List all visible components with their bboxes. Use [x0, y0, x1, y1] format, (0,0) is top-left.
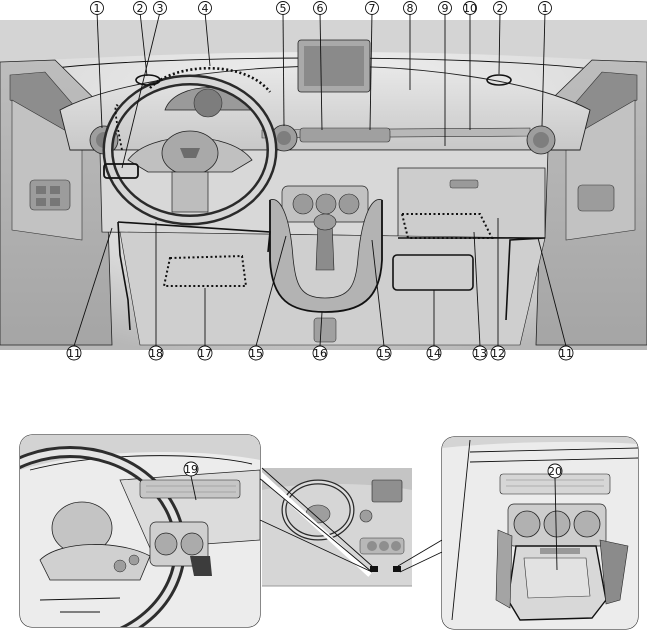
callout-14: 14 [426, 290, 442, 361]
callout-4: 4 [198, 1, 212, 67]
callout-label: 1 [542, 2, 549, 15]
callout-2-left: 2 [133, 1, 148, 77]
main-dashboard-view [0, 20, 647, 350]
callout-10: 10 [463, 1, 477, 130]
callout-label: 14 [427, 347, 441, 360]
callout-15-left: 15 [248, 235, 287, 361]
bottom-callouts: 11 18 17 15 16 15 14 [66, 218, 574, 361]
callout-label: 16 [313, 347, 327, 360]
callout-label: 19 [184, 463, 198, 476]
callout-13: 13 [472, 231, 488, 361]
callout-label: 17 [198, 347, 212, 360]
callout-3: 3 [121, 1, 167, 169]
top-callouts: 1 2 3 4 5 6 7 [90, 1, 552, 169]
callout-label: 2 [497, 2, 504, 15]
callout-label: 4 [202, 2, 209, 15]
callout-9: 9 [438, 1, 452, 146]
callout-12: 12 [490, 218, 506, 361]
inset-left-panel: 19 [19, 434, 261, 628]
callout-8: 8 [403, 1, 417, 90]
callout-label: 11 [559, 347, 573, 360]
callout-20: 20 [547, 463, 563, 571]
callout-6: 6 [313, 1, 327, 131]
callout-5: 5 [276, 1, 290, 127]
callout-11-left: 11 [66, 227, 113, 361]
inset-connectors [251, 467, 443, 577]
callout-label: 15 [377, 347, 391, 360]
callout-16: 16 [312, 311, 328, 361]
callout-label: 3 [157, 2, 164, 15]
callout-label: 10 [463, 2, 477, 15]
callout-label: 12 [491, 347, 505, 360]
callout-17: 17 [197, 288, 213, 361]
callout-label: 13 [473, 347, 487, 360]
callout-15-right: 15 [371, 239, 392, 361]
inset-right-panel: 20 [441, 436, 639, 630]
callout-label: 8 [407, 2, 414, 15]
callout-label: 9 [442, 2, 449, 15]
steering-wheel-icon [102, 74, 278, 226]
callout-11-right: 11 [537, 237, 574, 361]
callout-2-right: 2 [493, 1, 507, 75]
callout-label: 11 [67, 347, 81, 360]
overview-thumbnail [262, 468, 412, 587]
callout-label: 2 [137, 2, 144, 15]
callout-label: 7 [369, 2, 376, 15]
callout-label: 20 [548, 465, 562, 478]
callout-1-right: 1 [538, 1, 552, 127]
callout-19: 19 [183, 461, 199, 501]
callout-1-left: 1 [90, 1, 104, 129]
callout-label: 1 [94, 2, 101, 15]
callout-label: 5 [280, 2, 287, 15]
callout-label: 18 [149, 347, 163, 360]
callout-7: 7 [365, 1, 379, 131]
callout-18: 18 [148, 222, 164, 361]
callout-label: 6 [317, 2, 324, 15]
callout-label: 15 [249, 347, 263, 360]
